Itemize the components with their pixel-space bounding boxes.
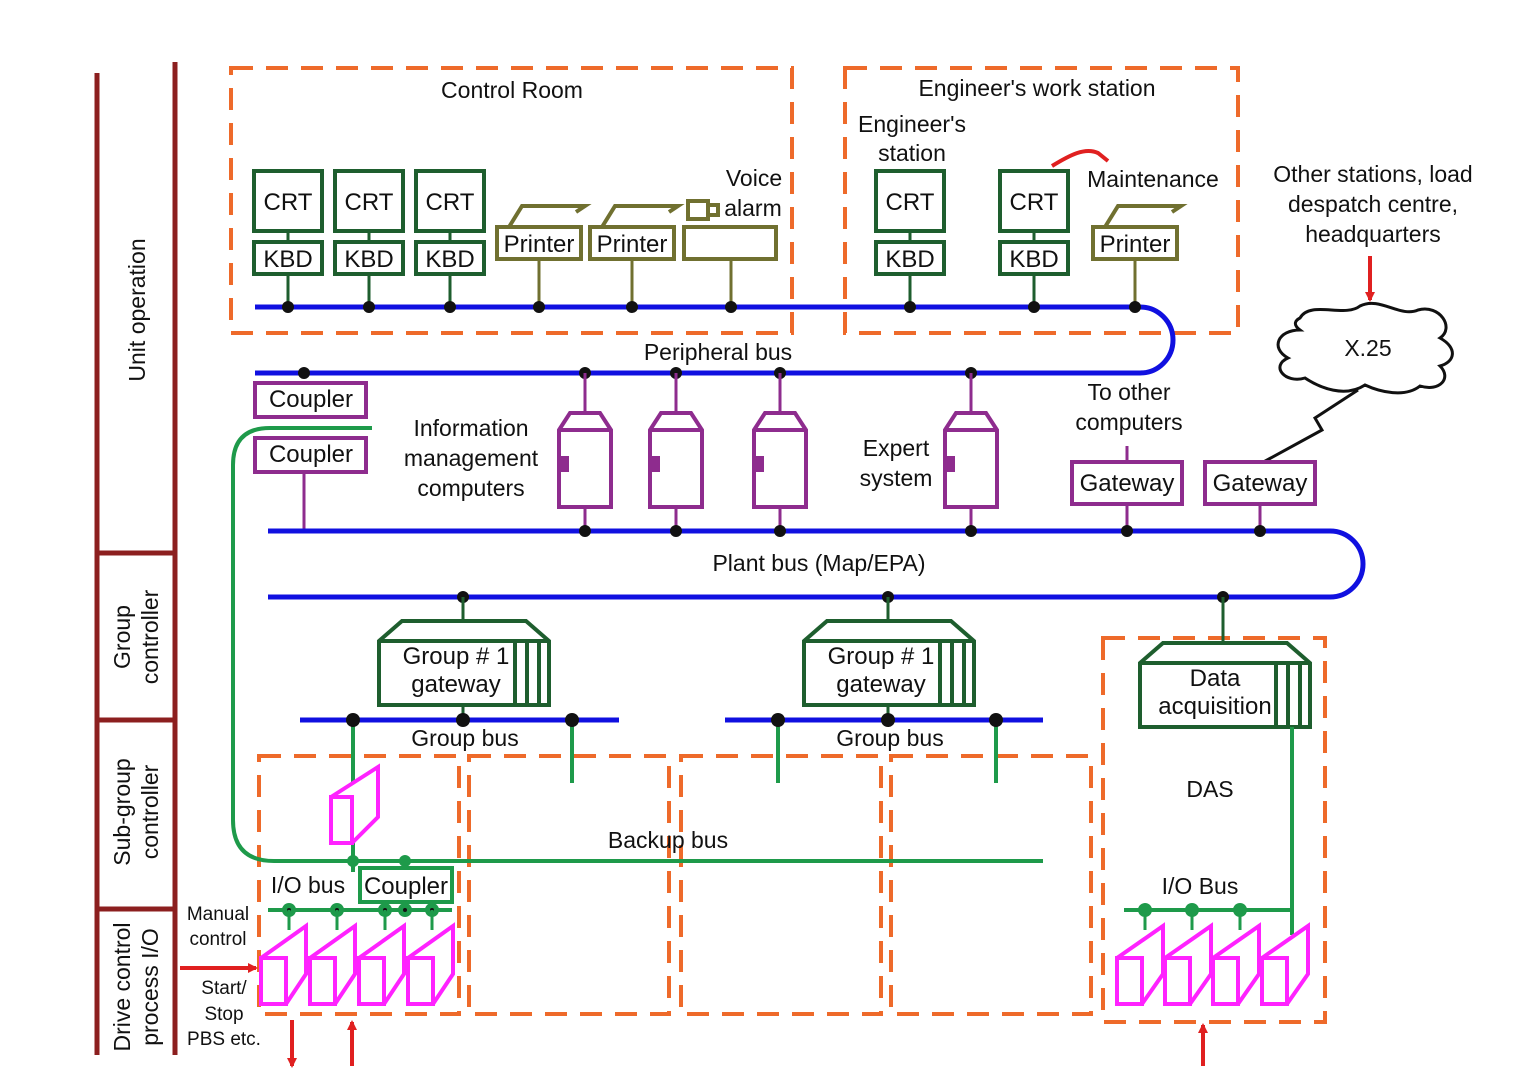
- svg-text:headquarters: headquarters: [1305, 221, 1441, 247]
- svg-text:gateway: gateway: [411, 671, 500, 698]
- kbd-1: KBD: [263, 246, 312, 273]
- maintenance-label: Maintenance: [1087, 166, 1219, 192]
- other-stations-label: Other stations, load despatch centre, he…: [1273, 161, 1472, 247]
- io-modules-left: [259, 922, 455, 1006]
- io-drops-left: [287, 910, 434, 930]
- info-mgmt-computers: [557, 373, 999, 531]
- svg-text:process I/O: process I/O: [137, 928, 163, 1046]
- peripheral-bus: [255, 304, 1176, 376]
- svg-text:Drive control: Drive control: [109, 922, 135, 1051]
- coupler-io: Coupler: [364, 873, 448, 900]
- svg-text:PBS etc.: PBS etc.: [187, 1029, 261, 1050]
- dashed-enclosures: [229, 66, 1327, 1024]
- svg-text:gateway: gateway: [836, 671, 925, 698]
- group-gateways: [377, 597, 1312, 729]
- level-group-controller: Group controller: [109, 589, 163, 684]
- engineer-station-label-2: station: [878, 140, 946, 166]
- expert-system-label: Expert system: [860, 435, 933, 491]
- peripheral-drops: [286, 231, 1137, 307]
- gateways: [1070, 446, 1317, 531]
- svg-text:computers: computers: [417, 475, 524, 501]
- info-mgmt-label: Information management computers: [404, 415, 539, 501]
- x25-cloud: [1276, 301, 1454, 395]
- gateway-1: Gateway: [1080, 470, 1175, 497]
- red-scribble: [1050, 148, 1110, 168]
- svg-text:system: system: [860, 465, 933, 491]
- x25-label: X.25: [1344, 335, 1391, 361]
- svg-text:controller: controller: [137, 764, 163, 859]
- crt-3: CRT: [426, 189, 475, 216]
- hierarchy-levels: [94, 62, 178, 1055]
- printers: [495, 199, 1188, 261]
- manual-control-label: Manual control: [187, 904, 249, 950]
- level-drive-control: Drive control process I/O: [109, 922, 163, 1051]
- io-bus-label: I/O bus: [271, 872, 345, 898]
- printer-3: Printer: [1100, 231, 1171, 258]
- group-bus-label-1: Group bus: [411, 725, 518, 751]
- group-buses: [300, 705, 1043, 872]
- plant-bus-nodes: [457, 525, 1266, 603]
- voice-alarm-label: Voice: [726, 165, 782, 191]
- io-bus-left: [268, 855, 454, 917]
- svg-text:Data: Data: [1190, 665, 1241, 692]
- backup-bus-label: Backup bus: [608, 827, 728, 853]
- level-subgroup-controller: Sub-group controller: [109, 758, 163, 865]
- svg-text:despatch centre,: despatch centre,: [1288, 191, 1458, 217]
- svg-text:To other: To other: [1087, 379, 1170, 405]
- kbd-4: KBD: [885, 246, 934, 273]
- gateway-2: Gateway: [1213, 470, 1308, 497]
- level-unit-operation: Unit operation: [124, 238, 150, 381]
- x25-lightning-link: [1257, 388, 1359, 467]
- io-drops-right: [1143, 910, 1242, 930]
- backup-bus: [231, 426, 1043, 863]
- peripheral-bus-label: Peripheral bus: [644, 339, 792, 365]
- group-gateway-1-label: Group # 1 gateway: [403, 643, 510, 698]
- data-acquisition-label: Data acquisition: [1158, 665, 1271, 720]
- signal-arrows: [180, 963, 1208, 1068]
- engineer-ws-title: Engineer's work station: [918, 75, 1155, 101]
- subgroup-module: [329, 763, 380, 845]
- group-bus-label-2: Group bus: [836, 725, 943, 751]
- svg-text:Other stations, load: Other stations, load: [1273, 161, 1472, 187]
- couplers: [253, 381, 368, 474]
- svg-text:Manual: Manual: [187, 904, 249, 925]
- control-room-title: Control Room: [441, 77, 583, 103]
- crt-5: CRT: [1010, 189, 1059, 216]
- engineer-station-label: Engineer's: [858, 111, 966, 137]
- svg-text:Group # 1: Group # 1: [828, 643, 935, 670]
- group-gateway-2-label: Group # 1 gateway: [828, 643, 935, 698]
- crt-4: CRT: [886, 189, 935, 216]
- svg-text:Expert: Expert: [863, 435, 930, 461]
- svg-text:Stop: Stop: [204, 1004, 243, 1025]
- svg-text:control: control: [189, 929, 246, 950]
- svg-text:management: management: [404, 445, 539, 471]
- to-other-computers-label: To other computers: [1075, 379, 1182, 435]
- kbd-2: KBD: [344, 246, 393, 273]
- io-modules-right: [1115, 922, 1310, 1006]
- printer-2: Printer: [597, 231, 668, 258]
- kbd-3: KBD: [425, 246, 474, 273]
- svg-text:Sub-group: Sub-group: [109, 758, 135, 865]
- kbd-5: KBD: [1009, 246, 1058, 273]
- svg-text:Group # 1: Group # 1: [403, 643, 510, 670]
- crt-2: CRT: [345, 189, 394, 216]
- io-bus-right: [1124, 727, 1294, 935]
- plant-bus: [268, 528, 1366, 600]
- voice-alarm-label-2: alarm: [724, 195, 782, 221]
- das-label: DAS: [1186, 776, 1233, 802]
- coupler-1: Coupler: [269, 386, 353, 413]
- svg-text:Group: Group: [109, 605, 135, 669]
- printer-1: Printer: [504, 231, 575, 258]
- svg-text:Start/: Start/: [201, 978, 247, 999]
- svg-text:computers: computers: [1075, 409, 1182, 435]
- coupler-2: Coupler: [269, 441, 353, 468]
- svg-text:acquisition: acquisition: [1158, 693, 1271, 720]
- crt-1: CRT: [264, 189, 313, 216]
- plant-bus-label: Plant bus (Map/EPA): [712, 550, 925, 576]
- io-bus-label-right: I/O Bus: [1162, 873, 1239, 899]
- svg-text:controller: controller: [137, 589, 163, 684]
- svg-text:Information: Information: [413, 415, 528, 441]
- start-stop-label: Start/ Stop PBS etc.: [187, 978, 261, 1050]
